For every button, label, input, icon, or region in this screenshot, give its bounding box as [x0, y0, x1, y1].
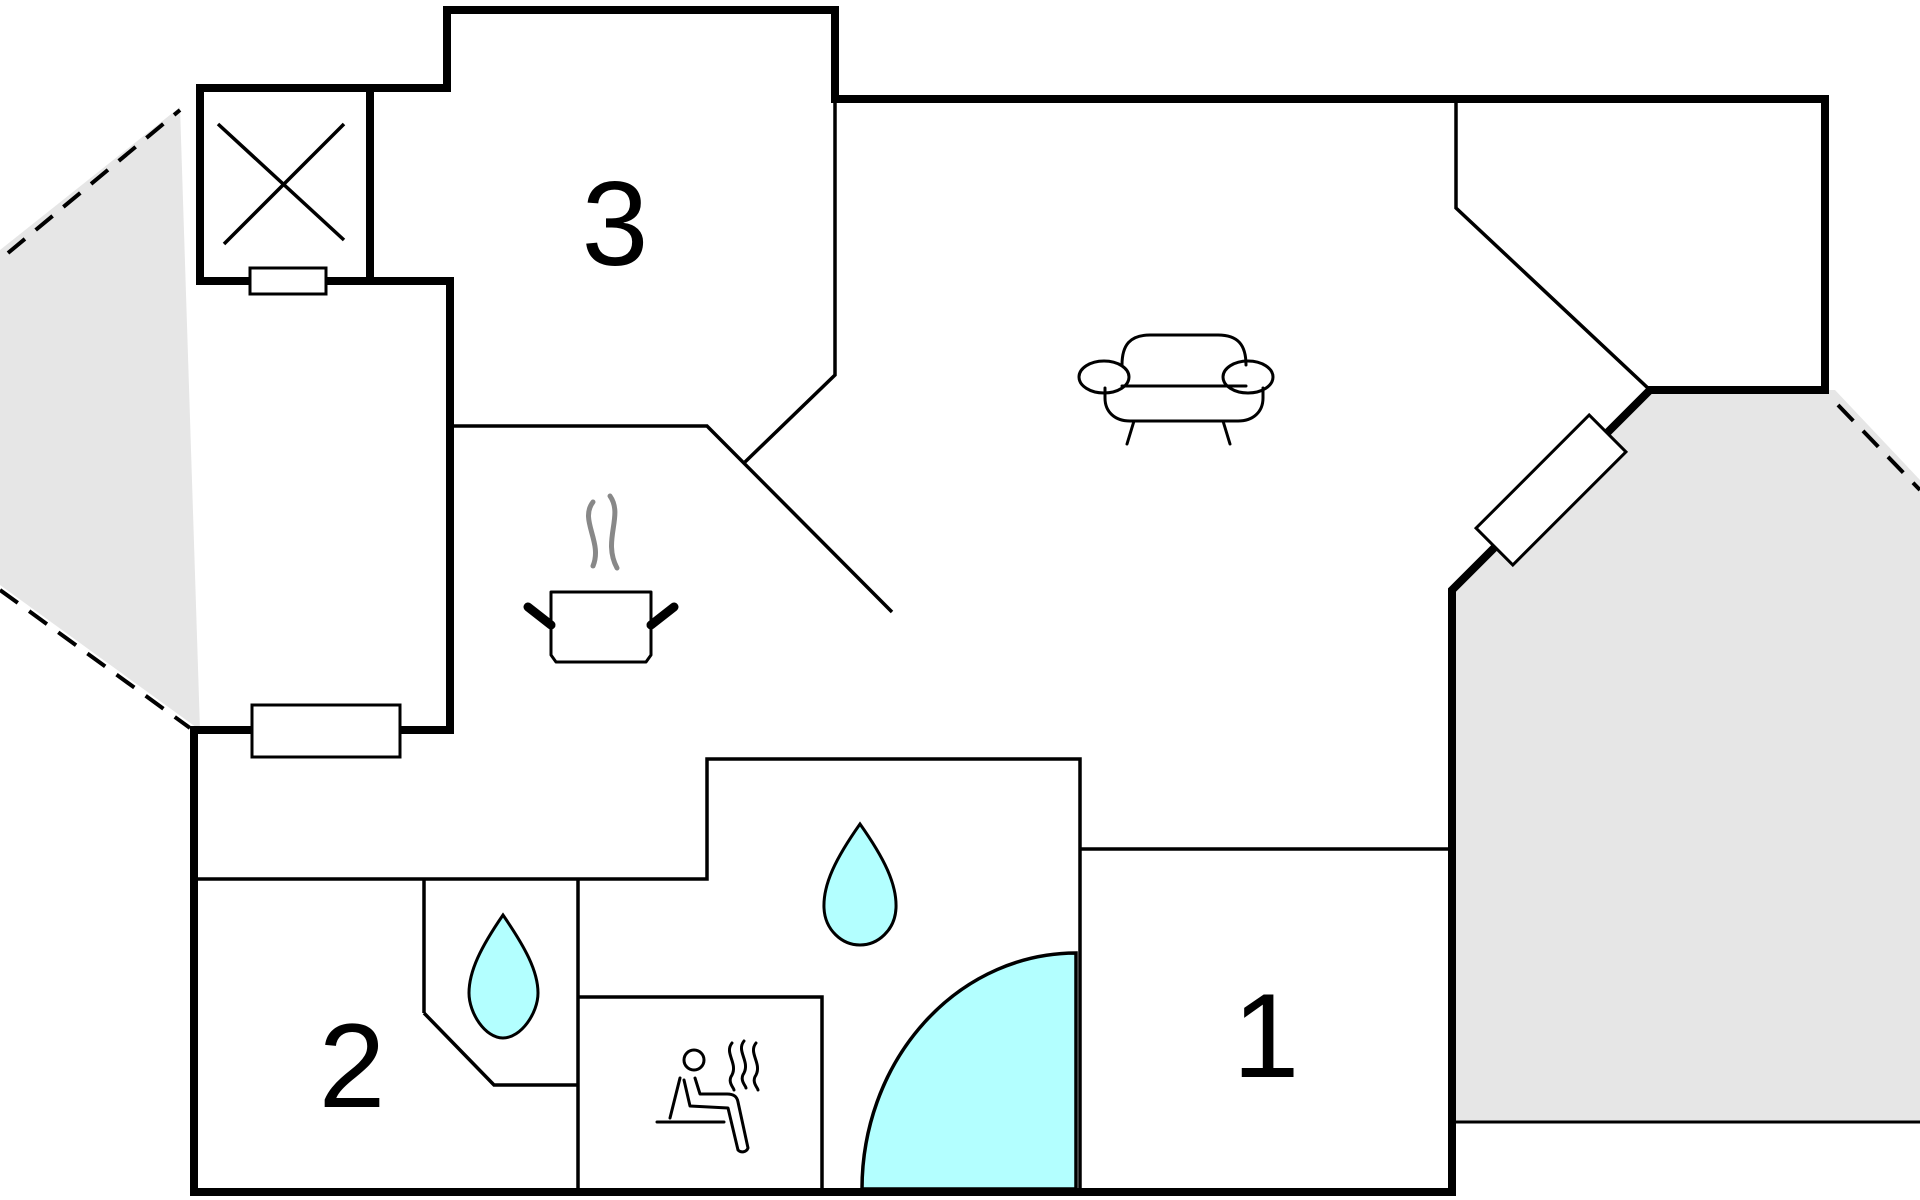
wall-bathroom-outline	[198, 757, 1082, 1192]
wall-right-alcove	[1454, 99, 1652, 392]
sauna-icon	[655, 1039, 760, 1154]
terrace-right-dashed	[1836, 403, 1920, 492]
room-label-3: 3	[582, 157, 649, 291]
window-chimney	[248, 266, 328, 296]
outer-wall-left-upper	[196, 6, 1829, 438]
window-kitchen	[250, 703, 402, 759]
windows	[248, 266, 1629, 759]
water-drop-icon	[822, 821, 898, 947]
house-interior	[194, 10, 1825, 1192]
interior-walls	[198, 99, 1652, 1192]
terraces	[0, 107, 1920, 1124]
terrace-left-dashed-top	[6, 108, 182, 255]
water-drop-icon	[467, 912, 540, 1040]
chimney-cross-icon	[216, 122, 346, 246]
window-living-room	[1473, 412, 1629, 568]
cooking-pot-icon	[523, 493, 679, 664]
sofa-icon	[1077, 333, 1275, 446]
shower-quarter-circle	[860, 951, 1078, 1191]
terrace-left	[0, 107, 200, 730]
terrace-left-dashed-bottom	[0, 588, 192, 730]
terrace-right	[1452, 390, 1920, 1122]
wall-room3-right	[743, 99, 837, 464]
room-label-2: 2	[319, 999, 386, 1133]
wall-sauna	[578, 995, 824, 1192]
wall-room3-bottom	[450, 424, 894, 614]
wall-toilet-chamfer	[422, 1011, 578, 1087]
room-label-1: 1	[1233, 969, 1300, 1103]
